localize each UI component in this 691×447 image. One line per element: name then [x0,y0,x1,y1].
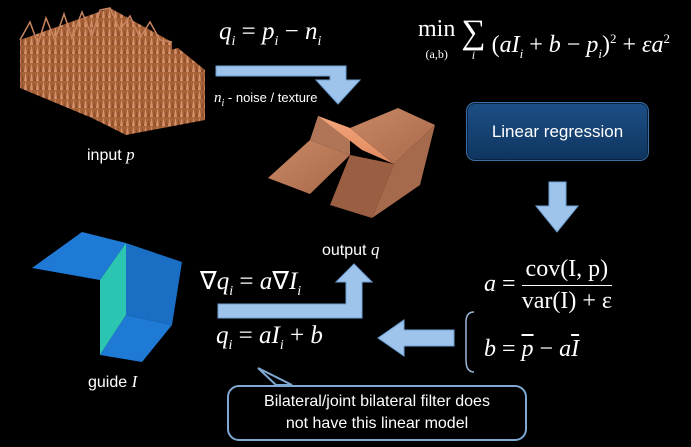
arrow-regression-down [534,181,580,233]
formula-gradient: ∇qi = a∇Ii [200,268,302,299]
formula-a: a = cov(I, p) var(I) + ε [484,256,613,315]
formula-b: b = p − aI [484,336,580,362]
input-surface [19,7,205,135]
input-caption: input p [87,145,135,164]
arrow-input-to-output [215,65,362,105]
guide-caption: guide I [88,372,138,391]
arrow-left [377,319,455,357]
callout-tail [257,367,293,386]
formula-linear: qi = aIi + b [216,322,323,353]
formula-a-numerator: cov(I, p) [521,256,613,286]
output-surface [268,108,435,218]
formula-min: min(a,b) ∑i (aIi + b − pi)2 + εa2 [418,14,670,62]
formula-a-denominator: var(I) + ε [521,288,612,314]
noise-label: ni - noise / texture [214,90,318,109]
formula-bracket [465,311,475,373]
linear-regression-button[interactable]: Linear regression [466,102,649,161]
callout-box: Bilateral/joint bilateral filter does no… [227,385,527,441]
output-caption: output q [322,240,380,259]
formula-a-fraction: cov(I, p) var(I) + ε [521,256,613,315]
linear-regression-label: Linear regression [491,121,624,141]
callout-line-1: Bilateral/joint bilateral filter does [264,393,490,410]
callout-line-2: not have this linear model [285,415,469,432]
arrow-guide-to-output [217,263,374,319]
formula-q-def: qi = pi − ni [219,18,322,49]
guide-surface [32,232,182,362]
